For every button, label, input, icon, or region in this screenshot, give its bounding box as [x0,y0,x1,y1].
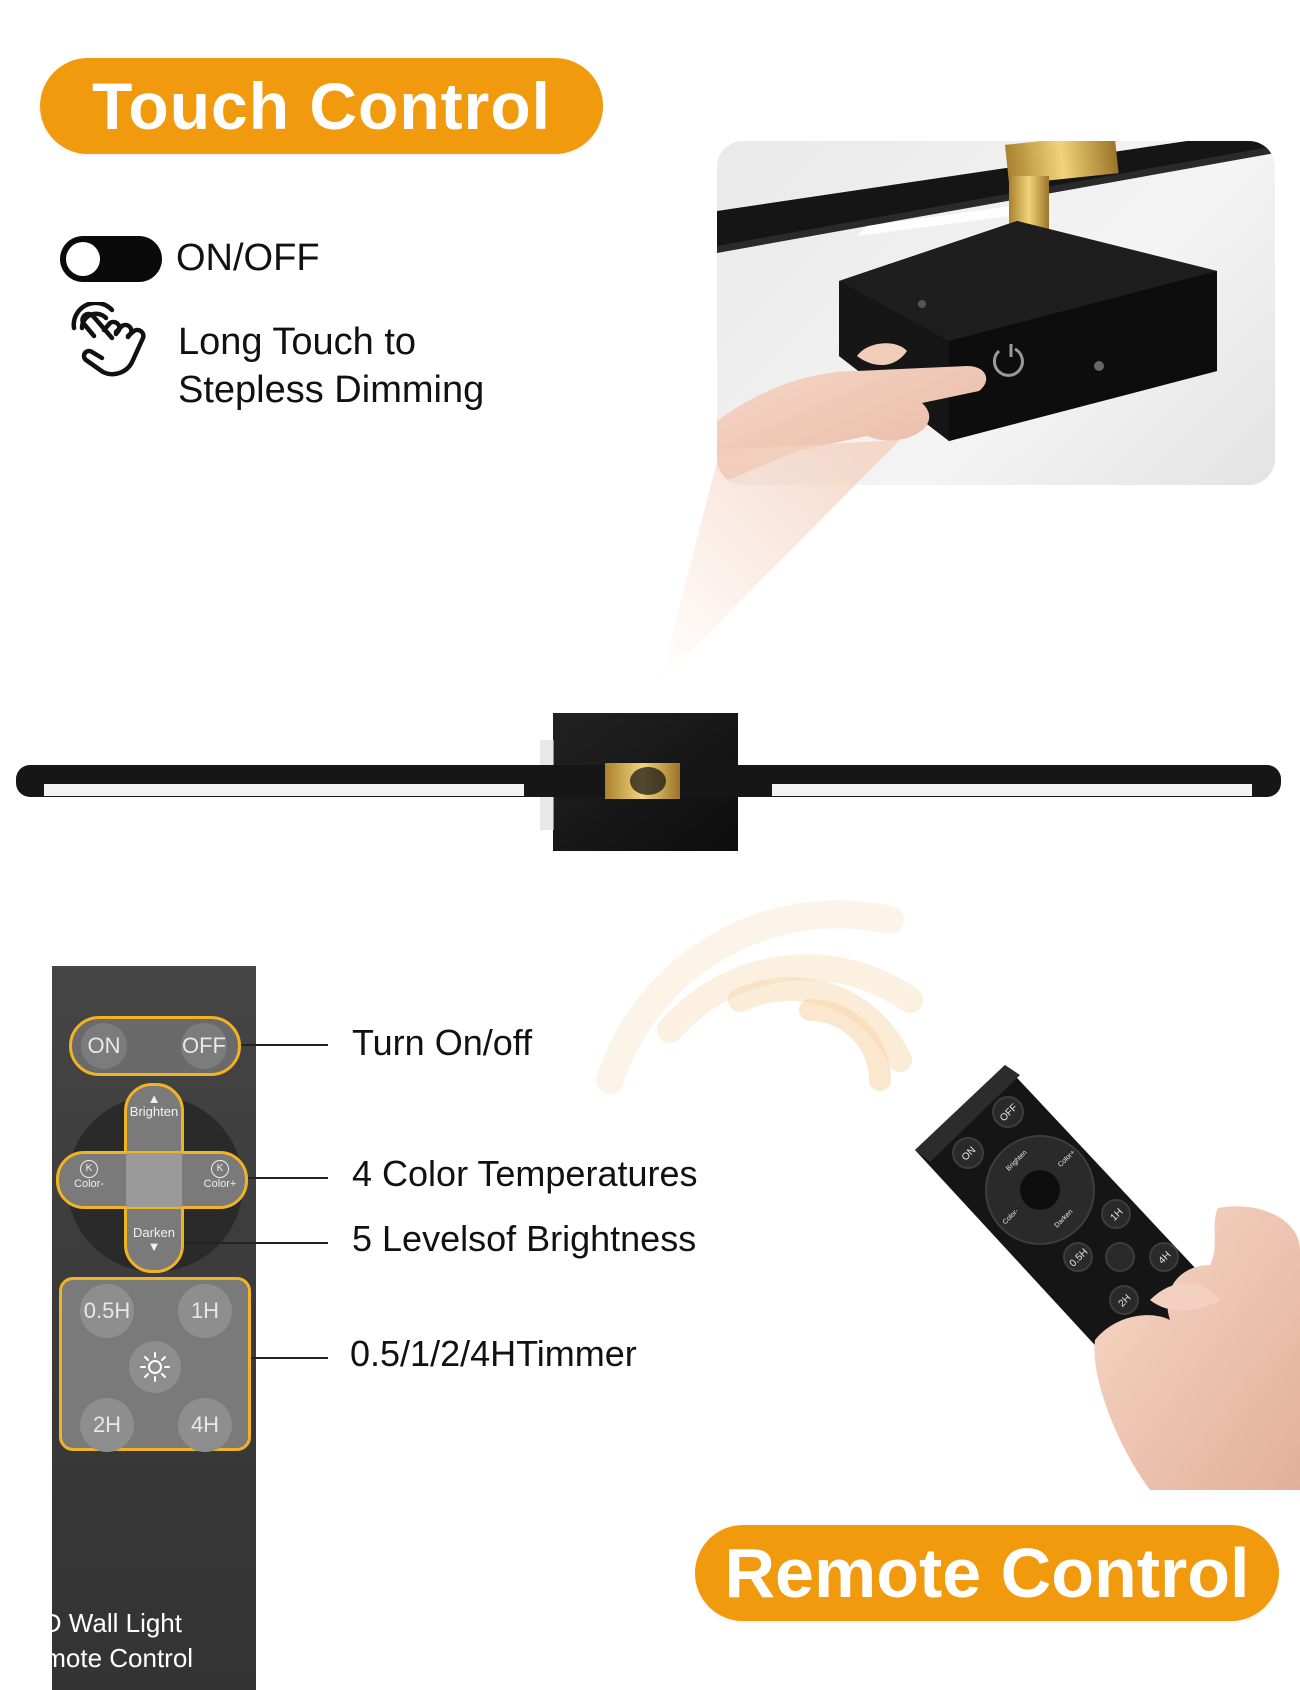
on-button[interactable]: ON [81,1023,127,1069]
callout-power: Turn On/off [352,1022,533,1063]
dpad-center[interactable] [126,1153,182,1207]
color-minus-label: Color- [74,1178,104,1190]
callout-line-timer [251,1357,328,1359]
callout-brightness: 5 Levelsof Brightness [352,1218,697,1259]
callout-timer: 0.5/1/2/4HTimmer [350,1333,637,1374]
arrow-down-icon: ▼ [147,1239,161,1254]
long-touch-line2: Stepless Dimming [178,369,485,411]
touch-control-title: Touch Control [40,58,603,154]
wall-lamp-image [16,713,1281,851]
panel-caption-line1: LED Wall Light [11,1608,182,1638]
timer-0-5h-button[interactable]: 0.5H [80,1284,134,1338]
long-touch-label: Long Touch to Stepless Dimming [178,318,484,414]
callout-line-power [241,1044,328,1046]
callout-line-brightness [184,1242,328,1244]
panel-caption-line2: Remote Control [11,1643,194,1673]
off-button[interactable]: OFF [181,1023,227,1069]
panel-caption: LED Wall Light Remote Control [11,1606,193,1676]
k-icon: K [211,1160,229,1178]
arrow-up-icon: ▲ [147,1091,161,1106]
color-minus-button[interactable]: K Color- [62,1160,116,1190]
color-plus-label: Color+ [203,1178,237,1190]
timer-1h-button[interactable]: 1H [178,1284,232,1338]
timer-4h-button[interactable]: 4H [178,1398,232,1452]
signal-wave-icon [596,900,923,1094]
brighten-label: Brighten [129,1104,179,1119]
remote-control-title: Remote Control [695,1525,1279,1621]
remote-in-hand-image: ON OFF Brighten Darken Color- Color+ 1H … [915,1065,1300,1490]
toggle-switch-icon [60,236,162,282]
on-off-label: ON/OFF [176,237,320,279]
sun-icon [140,1352,170,1382]
brighten-button[interactable]: ▲ Brighten [129,1092,179,1118]
darken-label: Darken [133,1225,175,1240]
zoom-beam [660,440,900,682]
timer-2h-button[interactable]: 2H [80,1398,134,1452]
callout-line-color [248,1177,328,1179]
color-plus-button[interactable]: K Color+ [193,1160,247,1190]
sun-button[interactable] [129,1341,181,1393]
power-icon [992,344,1024,377]
touch-closeup-photo [717,141,1275,485]
darken-button[interactable]: Darken ▼ [125,1226,183,1254]
callout-color: 4 Color Temperatures [352,1153,698,1194]
long-touch-line1: Long Touch to [178,321,417,363]
touch-hand-icon [71,302,146,377]
k-icon: K [80,1160,98,1178]
